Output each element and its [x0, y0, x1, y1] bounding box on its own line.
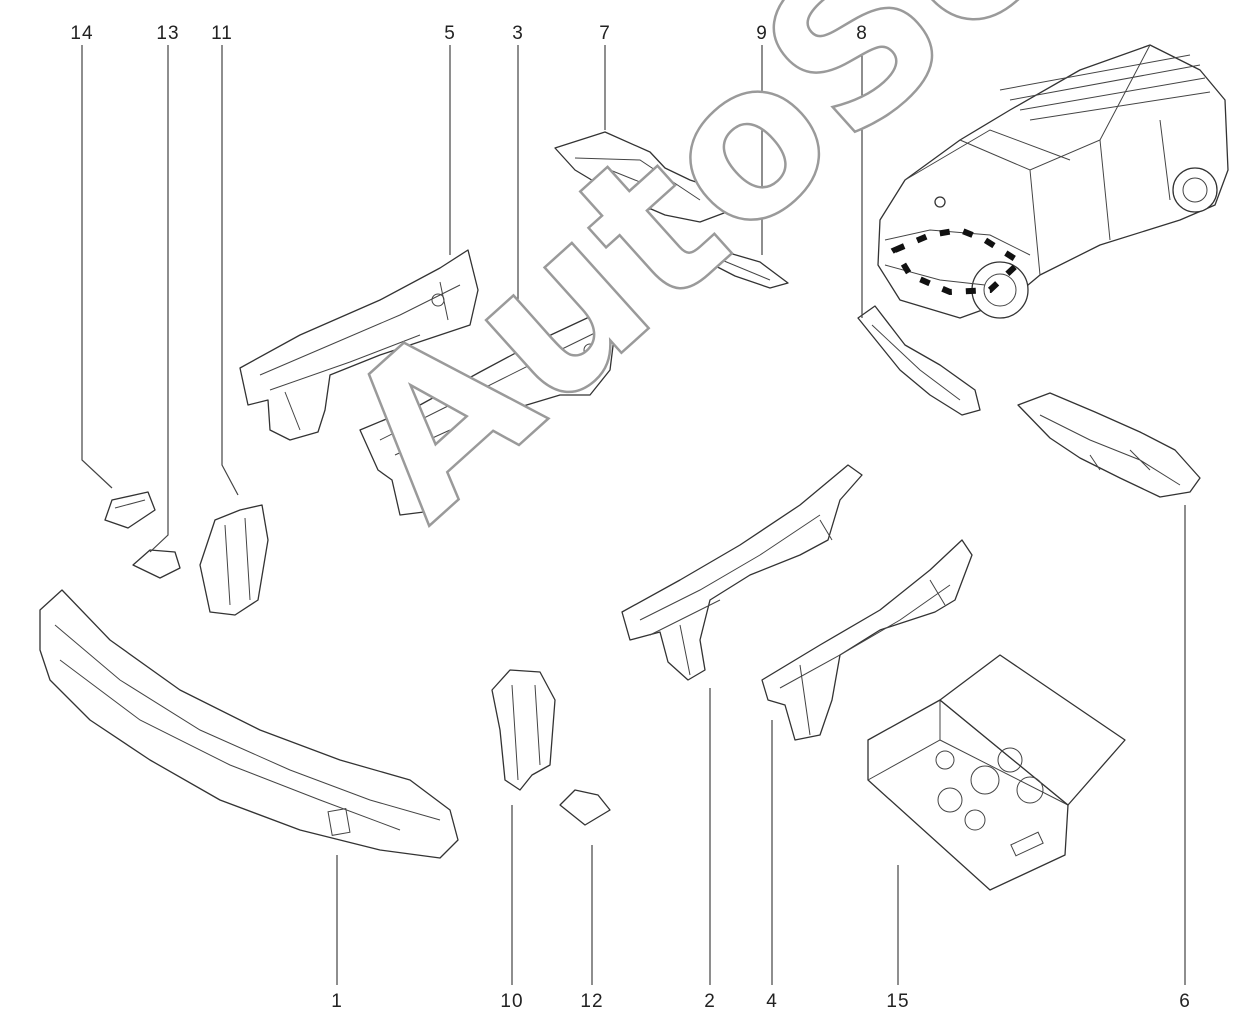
leader-lines	[81, 45, 1186, 985]
part-15	[867, 654, 1126, 891]
callout-8: 8	[856, 23, 868, 44]
part-3	[359, 311, 616, 516]
part-9	[699, 247, 789, 289]
part-11	[199, 504, 269, 616]
callout-6: 6	[1179, 991, 1191, 1012]
part-12	[559, 789, 611, 826]
callout-14: 14	[70, 23, 94, 44]
part-5	[239, 249, 479, 441]
callout-7: 7	[599, 23, 611, 44]
callout-4: 4	[766, 991, 778, 1012]
part-4	[761, 539, 973, 741]
part-8	[857, 305, 981, 416]
part-13	[132, 549, 181, 579]
part-1	[39, 589, 459, 859]
callout-5: 5	[444, 23, 456, 44]
callout-11: 11	[211, 23, 233, 44]
part-7	[554, 131, 733, 223]
callout-13: 13	[156, 23, 180, 44]
callout-15: 15	[886, 991, 910, 1012]
part-14	[104, 491, 156, 529]
part-2	[621, 464, 863, 681]
callout-12: 12	[580, 991, 604, 1012]
callout-3: 3	[512, 23, 524, 44]
callout-9: 9	[756, 23, 768, 44]
vehicle-illustration	[877, 44, 1229, 319]
part-6	[1017, 392, 1201, 498]
part-10	[491, 669, 556, 791]
callout-1: 1	[331, 991, 343, 1012]
callout-10: 10	[500, 991, 524, 1012]
callout-2: 2	[704, 991, 716, 1012]
